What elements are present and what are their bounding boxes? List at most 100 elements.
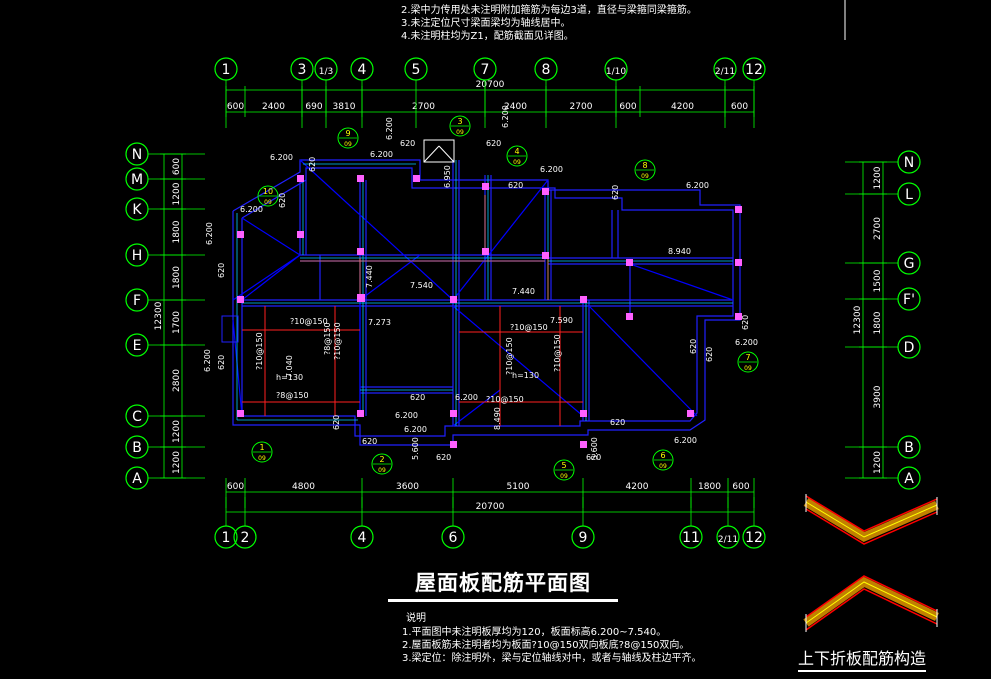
section-sheet: 09 — [344, 141, 352, 148]
top-notes: 2.梁中力传用处未注明附加箍筋为每边3道，直径与梁箍同梁箍筋。 3.未注定位尺寸… — [401, 4, 697, 43]
dimension-total: 20700 — [476, 502, 505, 512]
axis-label: 12 — [745, 62, 763, 78]
dimension-text: 2700 — [412, 102, 435, 112]
axis-label: A — [904, 471, 914, 487]
axis-label: 1/3 — [319, 67, 333, 77]
stair-opening — [423, 139, 455, 163]
axis-label: 7 — [481, 62, 490, 78]
axis-label: 1 — [222, 530, 231, 546]
section-mark — [634, 159, 656, 181]
elevation-label: 6.200 — [501, 105, 510, 128]
section-sheet: 09 — [744, 365, 752, 372]
slab-label: ?10@150 — [510, 323, 548, 332]
dimension-text: 690 — [305, 102, 322, 112]
axis-label: 8 — [542, 62, 551, 78]
slab-label: h=130 — [512, 371, 539, 380]
dimension-text: 600 — [732, 482, 749, 492]
section-mark — [251, 441, 273, 463]
rebar-label: 620 — [278, 193, 287, 208]
section-number: 2 — [379, 455, 384, 464]
elevation-label: 6.200 — [395, 411, 418, 420]
slab-label: 7.040 — [285, 355, 294, 378]
elevation-label: 7.440 — [365, 265, 374, 288]
slab-label: ?10@150 — [553, 334, 562, 372]
rebar-label: 620 — [410, 393, 425, 402]
dimension-text: 1800 — [698, 482, 721, 492]
dimension-text: 1200 — [873, 166, 883, 189]
slab-label: ?8@150 — [323, 322, 332, 355]
rebar-label: 620 — [217, 263, 226, 278]
slab-label: ?10@150 — [505, 337, 514, 375]
note-line: 3.梁定位：除注明外，梁与定位轴线对中，或者与轴线及柱边平齐。 — [402, 653, 702, 664]
section-number: 3 — [457, 117, 462, 126]
axis-label: B — [132, 440, 142, 456]
dimension-text: 600 — [172, 158, 182, 175]
notes-heading: 说明 — [406, 613, 426, 624]
rebar-label: 620 — [217, 355, 226, 370]
dimension-text: 1200 — [873, 451, 883, 474]
elevation-label: 7.590 — [550, 316, 573, 325]
elevation-label: 6.200 — [540, 165, 563, 174]
axis-label: 6 — [449, 530, 458, 546]
note-line: 2.屋面板筋未注明者均为板面?10@150双向板底?8@150双向。 — [402, 640, 690, 651]
section-number: 7 — [745, 353, 750, 362]
dimension-text: 1500 — [873, 269, 883, 292]
rebar-label: 620 — [332, 415, 341, 430]
section-number: 8 — [642, 161, 647, 170]
perimeter-beams — [232, 159, 741, 446]
axis-label: 2 — [241, 530, 250, 546]
section-sheet: 09 — [258, 455, 266, 462]
elevation-label: 6.200 — [404, 425, 427, 434]
elevation-label: 6.200 — [686, 181, 709, 190]
section-number: 5 — [561, 461, 566, 470]
dimension-text: 600 — [619, 102, 636, 112]
section-number: 1 — [259, 443, 264, 452]
note-line: 1.平面图中未注明板厚均为120，板面标高6.200~7.540。 — [402, 627, 667, 638]
dimension-text: 2400 — [262, 102, 285, 112]
dimension-text: 2800 — [172, 369, 182, 392]
dimension-text: 1800 — [172, 266, 182, 289]
rebar-label: 620 — [362, 437, 377, 446]
elevation-label: 6.200 — [370, 150, 393, 159]
section-sheet: 09 — [641, 173, 649, 180]
dimension-text: 3900 — [873, 385, 883, 408]
slab-label: ?10@150 — [255, 332, 264, 370]
axis-label: M — [131, 172, 143, 188]
section-sheet: 09 — [659, 463, 667, 470]
elevation-label: 7.273 — [368, 318, 391, 327]
elevation-label: 7.440 — [512, 287, 535, 296]
section-number: 10 — [263, 187, 273, 196]
dimension-text: 1200 — [172, 182, 182, 205]
note-line: 2.梁中力传用处未注明附加箍筋为每边3道，直径与梁箍同梁箍筋。 — [401, 5, 697, 16]
rebar-label: 620 — [508, 181, 523, 190]
axis-label: D — [904, 340, 915, 356]
dimension-text: 3600 — [396, 482, 419, 492]
slab-label: ?10@150 — [486, 395, 524, 404]
rebar-label: 620 — [308, 157, 317, 172]
dimension-text: 4200 — [671, 102, 694, 112]
dimension-text: 1200 — [172, 420, 182, 443]
dimension-text: 5100 — [507, 482, 530, 492]
columns — [237, 175, 742, 448]
axis-label: 2/11 — [715, 67, 735, 77]
slab-label: ?10@150 — [290, 317, 328, 326]
elevation-label: 6.200 — [240, 205, 263, 214]
rebar-label: 620 — [705, 347, 714, 362]
dimension-text: 600 — [227, 102, 244, 112]
dimension-total: 12300 — [853, 305, 863, 334]
axis-label: F' — [903, 292, 915, 308]
axis-label: H — [132, 248, 143, 264]
slab-label: ?10@150 — [333, 322, 342, 360]
dimension-text: 600 — [227, 482, 244, 492]
elevation-label: 6.200 — [205, 222, 214, 245]
rebar-label: 620 — [400, 139, 415, 148]
rebar-label: 620 — [611, 185, 620, 200]
beam-centerlines — [236, 160, 733, 426]
axis-label: 2/11 — [718, 535, 738, 545]
axis-label: 3 — [298, 62, 307, 78]
roof-plan — [221, 139, 742, 448]
section-sheet: 09 — [456, 129, 464, 136]
section-number: 4 — [514, 147, 519, 156]
dimension-text: 2400 — [504, 102, 527, 112]
